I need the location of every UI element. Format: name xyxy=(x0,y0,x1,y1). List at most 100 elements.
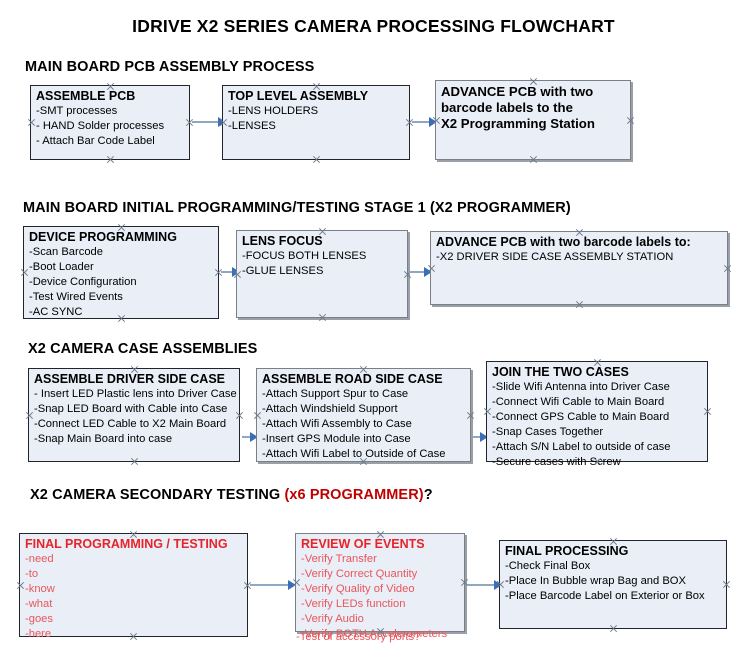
process-box-content: FINAL PROGRAMMING / TESTING -need -to -k… xyxy=(20,534,247,644)
process-box-line: -Snap LED Board with Cable into Case xyxy=(34,403,228,416)
process-box-line: -Verify Audio xyxy=(301,612,364,625)
process-box-top-level-assembly[interactable]: TOP LEVEL ASSEMBLY -LENS HOLDERS -LENSES xyxy=(222,85,410,160)
process-box-line: -Place Barcode Label on Exterior or Box xyxy=(505,590,705,603)
connector-device-programming-to-lens-focus xyxy=(221,271,237,273)
process-box-line: -to xyxy=(25,568,39,581)
process-box-line: -Verify BOTH Accelerometers xyxy=(301,627,448,640)
process-box-heading: ASSEMBLE PCB xyxy=(36,89,136,103)
process-box-advance-pcb-to-driver-side-case-assembly[interactable]: ADVANCE PCB with two barcode labels to: … xyxy=(430,231,728,305)
process-box-heading: FINAL PROGRAMMING / TESTING xyxy=(25,537,228,551)
connector-review-of-events-to-final-processing xyxy=(467,584,499,586)
process-box-line: -Slide Wifi Antenna into Driver Case xyxy=(492,381,670,394)
process-box-line: -AC SYNC xyxy=(29,305,83,318)
process-box-heading: REVIEW OF EVENTS xyxy=(301,537,425,551)
process-box-content: FINAL PROCESSING -Check Final Box -Place… xyxy=(500,541,726,606)
connector-road-side-to-join-cases xyxy=(472,436,486,438)
process-box-heading: ADVANCE PCB with two barcode labels to: xyxy=(436,235,691,249)
process-box-line: -goes xyxy=(25,612,53,625)
connection-handle-bottom[interactable] xyxy=(130,457,139,466)
connector-arrowhead xyxy=(480,432,488,442)
process-box-line: -need xyxy=(25,553,54,566)
process-box-content: LENS FOCUS -FOCUS BOTH LENSES -GLUE LENS… xyxy=(237,231,407,281)
process-box-heading: ADVANCE PCB with two xyxy=(441,84,594,99)
process-box-device-programming[interactable]: DEVICE PROGRAMMING -Scan Barcode -Boot L… xyxy=(23,226,219,319)
process-box-line: -Test Wired Events xyxy=(29,290,123,303)
process-box-line: -FOCUS BOTH LENSES xyxy=(242,250,367,263)
process-box-line: -Attach Support Spur to Case xyxy=(262,388,409,401)
connection-handle-bottom[interactable] xyxy=(106,155,115,164)
process-box-heading: JOIN THE TWO CASES xyxy=(492,365,629,379)
process-box-line: -Snap Cases Together xyxy=(492,425,604,438)
process-box-line: -Attach Windshield Support xyxy=(262,403,398,416)
connector-final-programming-to-review-of-events xyxy=(250,584,292,586)
process-box-line: -Verify LEDs function xyxy=(301,597,406,610)
process-box-content: ADVANCE PCB with two barcode labels to t… xyxy=(436,81,630,134)
process-box-assemble-pcb[interactable]: ASSEMBLE PCB -SMT processes - HAND Solde… xyxy=(30,85,190,160)
section-title-text: X2 CAMERA SECONDARY TESTING xyxy=(30,487,285,503)
process-box-line: -what xyxy=(25,597,53,610)
connector-arrowhead xyxy=(494,580,502,590)
process-box-review-of-events[interactable]: REVIEW OF EVENTS -Verify Transfer -Verif… xyxy=(295,533,465,640)
process-box-line: -LENS HOLDERS xyxy=(228,105,319,118)
section-title-x2-camera-case-assemblies: X2 CAMERA CASE ASSEMBLIES xyxy=(28,341,257,357)
connection-handle-bottom[interactable] xyxy=(318,313,327,322)
process-box-content: TOP LEVEL ASSEMBLY -LENS HOLDERS -LENSES xyxy=(223,86,409,136)
process-box-final-processing[interactable]: FINAL PROCESSING -Check Final Box -Place… xyxy=(499,540,727,629)
process-box-heading: LENS FOCUS xyxy=(242,234,323,248)
section-title-text: MAIN BOARD INITIAL PROGRAMMING/TESTING S… xyxy=(23,200,571,216)
connection-handle-bottom[interactable] xyxy=(312,155,321,164)
section-title-suffix: ? xyxy=(423,487,433,503)
process-box-heading: TOP LEVEL ASSEMBLY xyxy=(228,89,369,103)
page-title: IDRIVE X2 SERIES CAMERA PROCESSING FLOWC… xyxy=(132,16,615,36)
process-box-content: ADVANCE PCB with two barcode labels to: … xyxy=(431,232,727,267)
process-box-line: barcode labels to the xyxy=(441,100,573,116)
process-box-line: -Connect GPS Cable to Main Board xyxy=(492,411,670,424)
connector-arrowhead xyxy=(288,580,296,590)
connector-arrowhead xyxy=(250,432,258,442)
process-box-line: -GLUE LENSES xyxy=(242,265,324,278)
process-box-line: -LENSES xyxy=(228,120,276,133)
process-box-line: -Verify Transfer xyxy=(301,553,377,566)
process-box-line: -Check Final Box xyxy=(505,560,591,573)
connector-arrowhead xyxy=(424,267,432,277)
connector-assemble-pcb-to-top-level-assembly xyxy=(192,121,220,123)
process-box-lens-focus[interactable]: LENS FOCUS -FOCUS BOTH LENSES -GLUE LENS… xyxy=(236,230,408,318)
connector-arrowhead xyxy=(429,117,437,127)
process-box-line: -Verify Correct Quantity xyxy=(301,568,418,581)
section-title-accent: (x6 PROGRAMMER) xyxy=(284,487,424,503)
process-box-line: -Attach Wifi Assembly to Case xyxy=(262,418,412,431)
process-box-final-programming-testing[interactable]: FINAL PROGRAMMING / TESTING -need -to -k… xyxy=(19,533,248,640)
process-box-line: - Insert LED Plastic lens into Driver Ca… xyxy=(34,388,237,401)
process-box-line: - Attach Bar Code Label xyxy=(36,135,155,148)
connector-driver-side-to-road-side xyxy=(242,436,256,438)
process-box-heading: ASSEMBLE DRIVER SIDE CASE xyxy=(34,372,226,386)
process-box-line: X2 Programming Station xyxy=(441,116,595,132)
process-box-line: -Connect LED Cable to X2 Main Board xyxy=(34,418,227,431)
connection-handle-bottom[interactable] xyxy=(575,300,584,309)
process-box-heading: ASSEMBLE ROAD SIDE CASE xyxy=(262,372,443,386)
process-box-line: -Secure cases with Screw xyxy=(492,455,621,468)
section-title-text: X2 CAMERA CASE ASSEMBLIES xyxy=(28,341,258,357)
process-box-assemble-road-side-case[interactable]: ASSEMBLE ROAD SIDE CASE -Attach Support … xyxy=(256,368,471,462)
process-box-assemble-driver-side-case[interactable]: ASSEMBLE DRIVER SIDE CASE - Insert LED P… xyxy=(28,368,240,462)
process-box-heading: DEVICE PROGRAMMING xyxy=(29,230,177,244)
process-box-advance-pcb-to-x2-programming-station[interactable]: ADVANCE PCB with two barcode labels to t… xyxy=(435,80,631,160)
section-title-main-board-pcb-assembly-process: MAIN BOARD PCB ASSEMBLY PROCESS xyxy=(25,59,314,75)
process-box-heading: FINAL PROCESSING xyxy=(505,544,629,558)
connection-handle-bottom[interactable] xyxy=(529,155,538,164)
connector-lens-focus-to-advance-pcb xyxy=(409,271,429,273)
section-title-text: MAIN BOARD PCB ASSEMBLY PROCESS xyxy=(25,59,315,75)
process-box-line: -Scan Barcode xyxy=(29,246,104,259)
process-box-content: ASSEMBLE PCB -SMT processes - HAND Solde… xyxy=(31,86,189,151)
process-box-content: ASSEMBLE ROAD SIDE CASE -Attach Support … xyxy=(257,369,470,464)
process-box-join-the-two-cases[interactable]: JOIN THE TWO CASES -Slide Wifi Antenna i… xyxy=(486,361,708,468)
process-box-line: - HAND Solder processes xyxy=(36,120,165,133)
connector-top-level-assembly-to-advance-pcb xyxy=(412,121,434,123)
process-box-content: REVIEW OF EVENTS -Verify Transfer -Verif… xyxy=(296,534,464,644)
process-box-line: -Device Configuration xyxy=(29,276,137,289)
process-box-content: ASSEMBLE DRIVER SIDE CASE - Insert LED P… xyxy=(29,369,239,449)
process-box-line: -Insert GPS Module into Case xyxy=(262,432,411,445)
process-box-content: DEVICE PROGRAMMING -Scan Barcode -Boot L… xyxy=(24,227,218,322)
connection-handle-bottom[interactable] xyxy=(609,624,618,633)
